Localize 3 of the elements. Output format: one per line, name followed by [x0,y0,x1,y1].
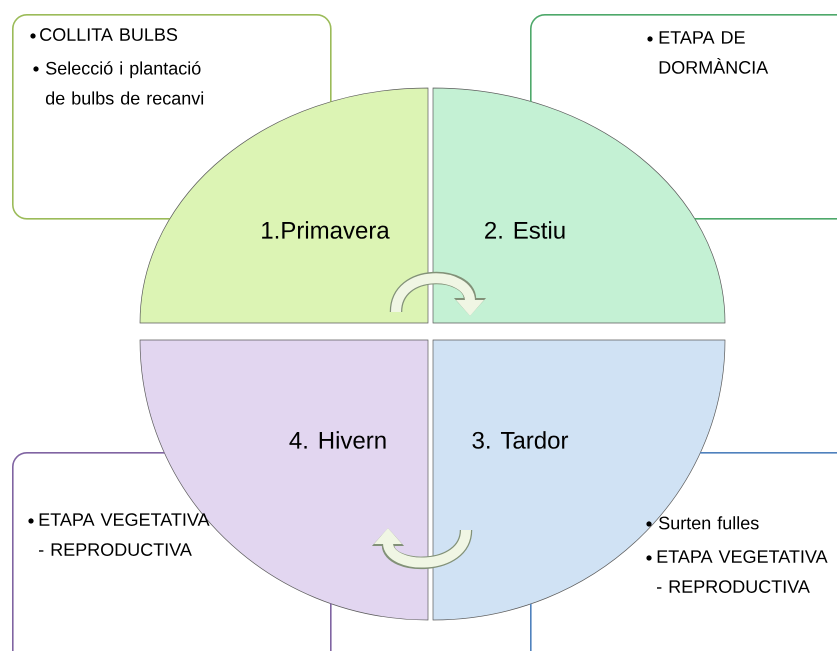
list-item: COLLITA BULBS [30,28,178,41]
quadrant: 2. Estiu [432,88,726,324]
list-item: ETAPA DE DORMÀNCIA [647,31,768,74]
